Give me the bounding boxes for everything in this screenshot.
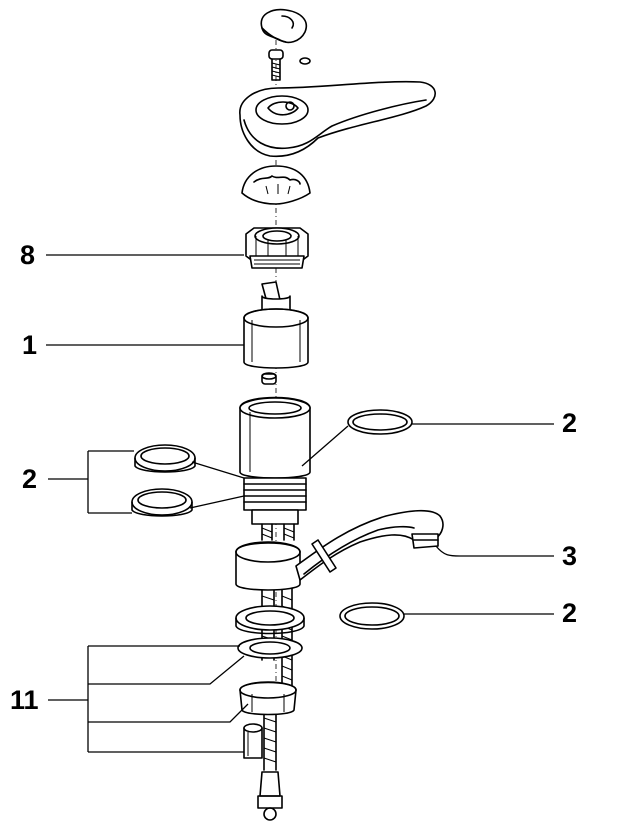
cartridge-nut-part bbox=[245, 227, 309, 269]
callout-8: 8 bbox=[20, 240, 36, 270]
callout-2-upper-right: 2 bbox=[562, 408, 578, 438]
spout-part bbox=[295, 509, 444, 581]
seal-ring-left-upper bbox=[134, 444, 196, 473]
mounting-nut-part bbox=[239, 681, 297, 716]
callout-1: 1 bbox=[22, 330, 38, 360]
callout-2-lower-right: 2 bbox=[562, 598, 578, 628]
lever-handle-part bbox=[239, 80, 436, 158]
callout-2-left: 2 bbox=[22, 464, 38, 494]
mixing-cartridge-part bbox=[243, 281, 309, 385]
seal-ring-left-lower bbox=[131, 488, 193, 517]
mounting-stud-part bbox=[243, 723, 263, 759]
handle-screw-part bbox=[268, 49, 311, 81]
spout-collar-part bbox=[235, 541, 301, 591]
faucet-body-part bbox=[239, 396, 311, 525]
seal-ring-lower-right bbox=[339, 602, 405, 630]
handle-cap-part bbox=[260, 8, 307, 44]
base-gasket-part bbox=[235, 605, 305, 635]
callout-11: 11 bbox=[10, 685, 39, 715]
mounting-washer-part bbox=[237, 637, 303, 659]
seal-ring-upper-right bbox=[347, 409, 413, 435]
callout-3: 3 bbox=[562, 541, 578, 571]
leader-lines bbox=[46, 254, 554, 753]
dome-cover-part bbox=[241, 165, 311, 205]
